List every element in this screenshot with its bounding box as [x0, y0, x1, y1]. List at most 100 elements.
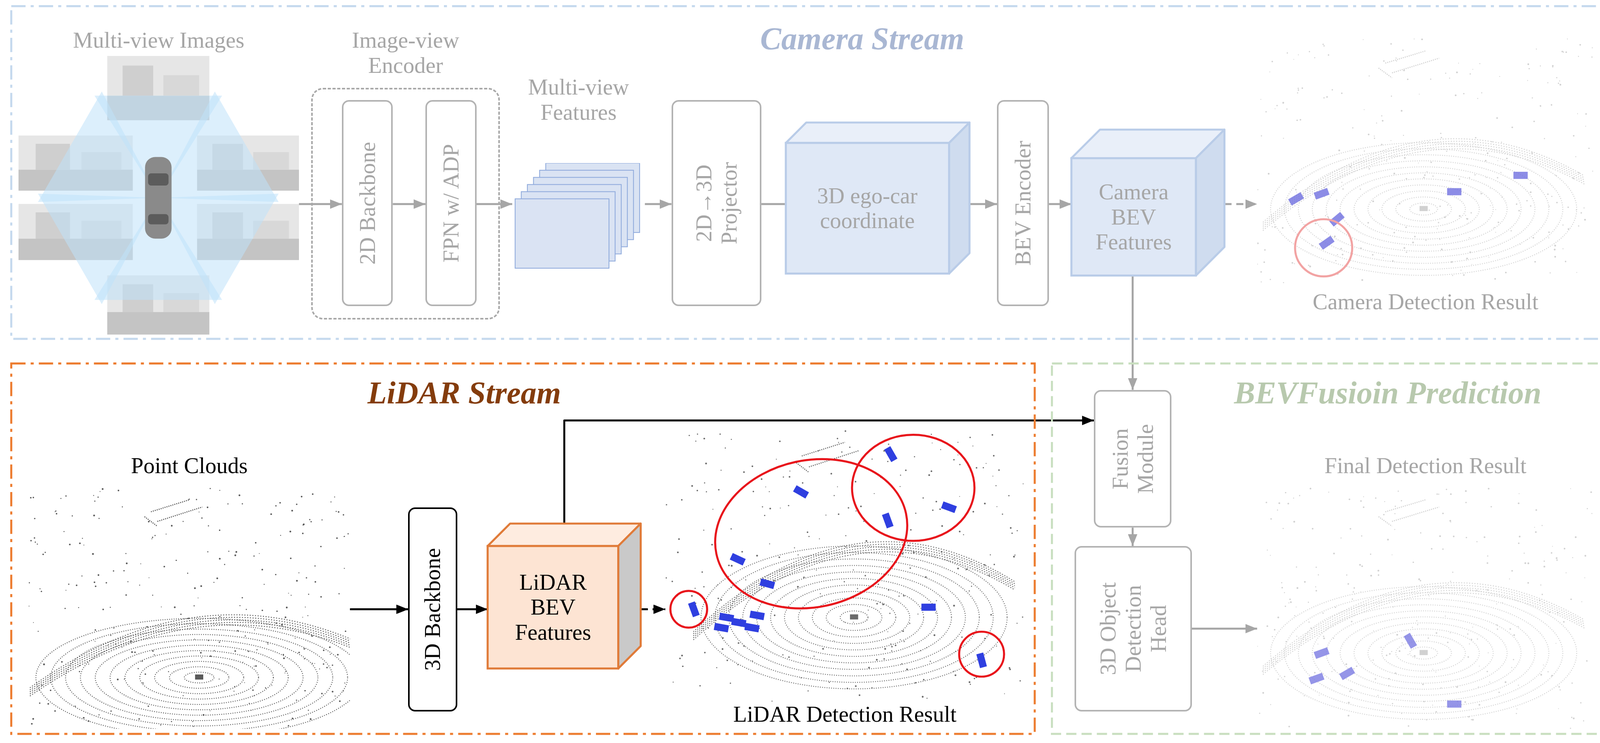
- point: [94, 640, 96, 642]
- point: [1577, 55, 1580, 58]
- point: [147, 705, 149, 708]
- point: [983, 637, 986, 640]
- point: [1469, 251, 1471, 253]
- point: [694, 587, 696, 589]
- point: [844, 621, 845, 623]
- point: [1474, 137, 1477, 139]
- point: [1529, 182, 1532, 185]
- point: [756, 554, 759, 557]
- point: [1258, 712, 1261, 714]
- point: [311, 493, 314, 496]
- point: [1430, 547, 1433, 550]
- detection-box: [1513, 171, 1528, 179]
- point: [1336, 254, 1339, 256]
- point: [1458, 178, 1461, 181]
- highlight-circle: [701, 441, 922, 626]
- point: [247, 650, 249, 653]
- point: [703, 482, 706, 484]
- point: [110, 710, 112, 712]
- point: [1559, 83, 1562, 86]
- point-ring: [80, 634, 318, 721]
- point: [705, 491, 708, 493]
- point: [1562, 621, 1565, 623]
- point: [1398, 202, 1401, 205]
- point: [1257, 645, 1258, 647]
- point: [1303, 695, 1305, 697]
- point: [1449, 580, 1452, 582]
- point: [1496, 624, 1498, 626]
- camera-view-cone: [37, 91, 158, 203]
- point: [290, 594, 292, 596]
- point: [1466, 257, 1469, 260]
- point-arc: [1262, 582, 1585, 667]
- point: [1517, 625, 1519, 628]
- point: [1332, 637, 1335, 639]
- point: [33, 537, 36, 539]
- point: [39, 588, 41, 590]
- point: [1533, 527, 1535, 528]
- point: [969, 683, 971, 685]
- point: [1341, 253, 1344, 256]
- point: [849, 446, 851, 448]
- point: [236, 629, 239, 632]
- point: [899, 486, 901, 487]
- point: [1391, 260, 1394, 262]
- point: [705, 462, 708, 465]
- point: [1584, 577, 1586, 579]
- point: [1529, 191, 1532, 194]
- point: [940, 449, 942, 450]
- point: [808, 535, 810, 537]
- point: [1318, 694, 1320, 696]
- point: [1471, 718, 1474, 721]
- point: [252, 658, 254, 659]
- point: [1551, 64, 1554, 67]
- point: [146, 625, 148, 628]
- point: [1265, 501, 1268, 504]
- point: [1582, 720, 1584, 722]
- image-building: [252, 152, 289, 170]
- point: [720, 469, 722, 471]
- point: [1262, 692, 1264, 694]
- point: [1283, 592, 1285, 594]
- point: [1288, 725, 1290, 728]
- point: [137, 668, 139, 670]
- detection-box: [713, 622, 730, 633]
- point: [1572, 135, 1575, 137]
- point: [207, 525, 209, 527]
- point: [329, 653, 331, 655]
- point: [1311, 245, 1313, 247]
- cube-top: [785, 122, 970, 143]
- point-ring: [1284, 592, 1563, 714]
- point: [903, 594, 905, 597]
- point: [193, 638, 195, 640]
- point: [1451, 571, 1454, 573]
- point: [1493, 227, 1495, 229]
- point: [1394, 672, 1397, 674]
- point: [78, 542, 81, 544]
- point-arc: [1262, 143, 1585, 227]
- point: [968, 590, 970, 592]
- point: [1385, 654, 1388, 657]
- point: [140, 563, 142, 565]
- point: [1501, 602, 1503, 604]
- point: [889, 612, 891, 614]
- point: [682, 665, 684, 667]
- camera-view-cone: [158, 91, 279, 203]
- image-road: [107, 312, 210, 335]
- point: [1260, 281, 1262, 283]
- feature-cube: LiDAR BEV Features: [487, 523, 641, 669]
- point: [1567, 228, 1569, 231]
- connector: [1131, 275, 1134, 390]
- point: [773, 579, 775, 582]
- point: [307, 709, 309, 711]
- point: [906, 668, 908, 671]
- point: [1289, 598, 1291, 600]
- point: [993, 563, 995, 566]
- point: [1295, 606, 1297, 608]
- point: [252, 689, 254, 691]
- point: [314, 580, 316, 583]
- point: [1269, 71, 1270, 73]
- point: [701, 571, 704, 573]
- point: [331, 690, 334, 693]
- point: [1280, 582, 1283, 584]
